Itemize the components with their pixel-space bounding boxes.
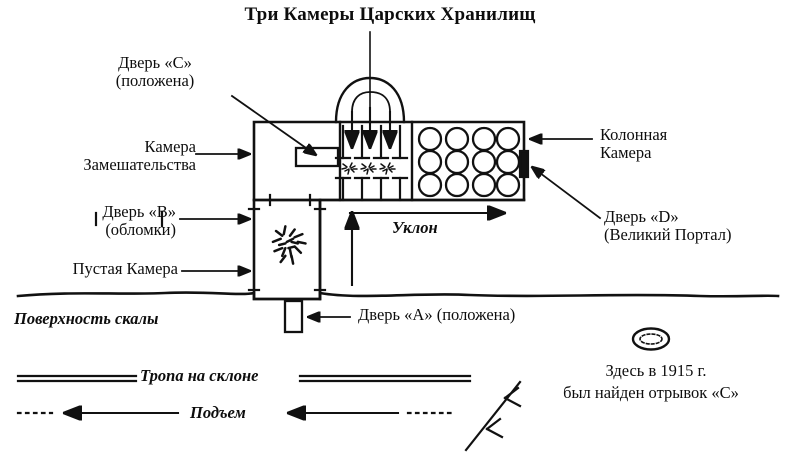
label-door-a: Дверь «А» (положена) xyxy=(358,305,516,324)
note-found-line1: Здесь в 1915 г. xyxy=(605,361,707,380)
column-grid xyxy=(417,126,521,198)
leader-door-c xyxy=(230,94,316,155)
arch-vault-icon xyxy=(334,76,406,124)
door-a-slab xyxy=(283,299,304,334)
empty-chamber-rubble xyxy=(271,225,307,265)
path-break-mark xyxy=(464,380,522,452)
label-rock-surface: Поверхность скалы xyxy=(14,309,159,328)
treasure-chamber-piers xyxy=(334,124,409,202)
empty-chamber-outline xyxy=(252,198,322,301)
door-d-portal xyxy=(518,149,530,179)
arch-hook-left xyxy=(351,91,371,113)
chamber-entry-arrows xyxy=(352,106,390,150)
rock-surface-line xyxy=(16,291,780,301)
legend-path-rule-left xyxy=(16,374,138,383)
legend-ascent: Подъем xyxy=(190,403,246,422)
legend-path-rule-right xyxy=(298,374,472,383)
legend-path-on-slope: Тропа на склоне xyxy=(140,366,259,385)
label-door-c: Дверь «С» (положена) xyxy=(115,53,195,91)
door-c-slab xyxy=(294,146,340,168)
label-door-b: Дверь «В» (обломки) xyxy=(102,202,176,240)
label-door-d: Дверь «D» (Великий Портал) xyxy=(604,207,732,245)
rubble-debris-icon xyxy=(341,162,396,175)
page-title: Три Камеры Царских Хранилищ xyxy=(244,4,536,25)
label-empty-chamber: Пустая Камера xyxy=(72,259,178,278)
cartouche-oval-icon xyxy=(631,327,671,351)
note-found-line2: был найден отрывок «С» xyxy=(563,383,739,402)
label-slope: Уклон xyxy=(392,218,438,237)
label-pillared-chamber: Колонная Камера xyxy=(600,125,668,163)
arch-hook-right xyxy=(369,91,391,113)
leader-door-d xyxy=(532,167,602,220)
label-chamber-confusion: Камера Замешательства xyxy=(83,137,196,175)
